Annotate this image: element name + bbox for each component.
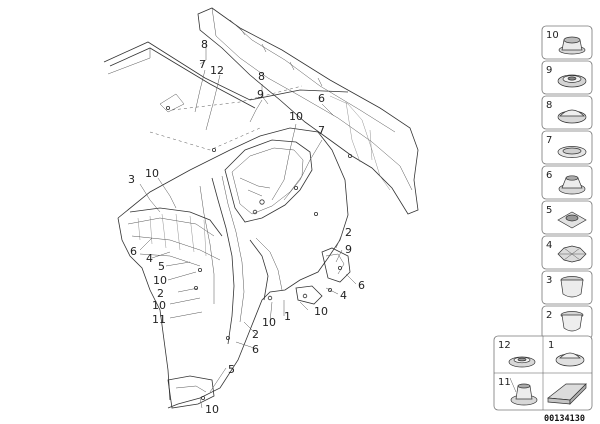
svg-text:11: 11 xyxy=(498,377,511,388)
legend-cell-8: 8 xyxy=(541,95,593,130)
callout-7: 7 xyxy=(318,124,325,137)
callout-2: 2 xyxy=(252,328,259,341)
legend-cell-6: 6 xyxy=(541,165,593,200)
parts-legend: 10 9 8 xyxy=(541,25,593,340)
callout-10: 10 xyxy=(152,299,166,312)
document-id: 00134130 xyxy=(544,414,585,424)
plug-cup-icon xyxy=(560,276,584,298)
callout-7: 7 xyxy=(199,58,206,71)
svg-text:6: 6 xyxy=(546,170,552,181)
plug-square-icon xyxy=(557,211,587,229)
legend-cell-12: 12 xyxy=(498,340,536,368)
legend-cell-2: 2 xyxy=(541,305,593,340)
callout-4: 4 xyxy=(340,289,347,302)
legend-cell-10: 10 xyxy=(541,25,593,60)
grommet-ring-icon xyxy=(508,356,536,368)
grommet-ribbed-icon xyxy=(557,74,587,88)
svg-text:7: 7 xyxy=(546,135,552,146)
callout-10: 10 xyxy=(205,403,219,416)
grommet-tall-icon xyxy=(558,36,586,55)
svg-text:9: 9 xyxy=(546,65,552,76)
callout-5: 5 xyxy=(228,363,235,376)
svg-text:3: 3 xyxy=(546,275,552,286)
callout-9: 9 xyxy=(345,243,352,256)
legend-cell-1: 1 xyxy=(548,340,585,367)
plug-dome-icon xyxy=(557,109,587,124)
svg-text:10: 10 xyxy=(546,30,559,41)
legend-cell-9: 9 xyxy=(541,60,593,95)
grommet-cone-icon xyxy=(558,175,586,195)
callout-6: 6 xyxy=(358,279,365,292)
svg-text:4: 4 xyxy=(546,240,552,251)
callout-10: 10 xyxy=(145,167,159,180)
callout-11: 11 xyxy=(152,313,166,326)
callout-10: 10 xyxy=(153,274,167,287)
plug-round-icon xyxy=(560,311,584,332)
callout-10: 10 xyxy=(314,305,328,318)
callout-10: 10 xyxy=(262,316,276,329)
callout-8: 8 xyxy=(258,70,265,83)
callout-5: 5 xyxy=(158,260,165,273)
callout-6: 6 xyxy=(130,245,137,258)
callout-2: 2 xyxy=(345,226,352,239)
callout-labels: 8 7 12 8 9 10 7 6 3 10 6 4 5 10 2 10 11 … xyxy=(128,38,365,416)
sealing-strip-icon xyxy=(547,383,587,405)
plug-flat-icon xyxy=(557,146,587,158)
legend-cell-11: 11 xyxy=(498,377,538,406)
svg-text:8: 8 xyxy=(546,100,552,111)
callout-12: 12 xyxy=(210,64,224,77)
callout-6: 6 xyxy=(252,343,259,356)
body-panel-drawing xyxy=(103,7,419,409)
legend-cell-strip xyxy=(547,383,587,405)
callout-3: 3 xyxy=(128,173,135,186)
callout-8: 8 xyxy=(201,38,208,51)
grommet-stem-icon xyxy=(509,377,538,406)
svg-text:5: 5 xyxy=(546,205,552,216)
legend-cell-7: 7 xyxy=(541,130,593,165)
legend-cell-4: 4 xyxy=(541,235,593,270)
callout-4: 4 xyxy=(146,252,153,265)
legend-cell-3: 3 xyxy=(541,270,593,305)
callout-6: 6 xyxy=(318,92,325,105)
svg-text:1: 1 xyxy=(548,340,554,351)
legend-cell-5: 5 xyxy=(541,200,593,235)
plug-disc-icon xyxy=(555,352,585,367)
plug-star-icon xyxy=(557,245,587,263)
callout-9: 9 xyxy=(257,88,264,101)
svg-text:2: 2 xyxy=(546,310,552,321)
callout-1: 1 xyxy=(284,310,291,323)
callout-10: 10 xyxy=(289,110,303,123)
bottom-legend: 12 1 11 xyxy=(493,335,593,411)
svg-text:12: 12 xyxy=(498,340,511,351)
callout-2: 2 xyxy=(157,287,164,300)
